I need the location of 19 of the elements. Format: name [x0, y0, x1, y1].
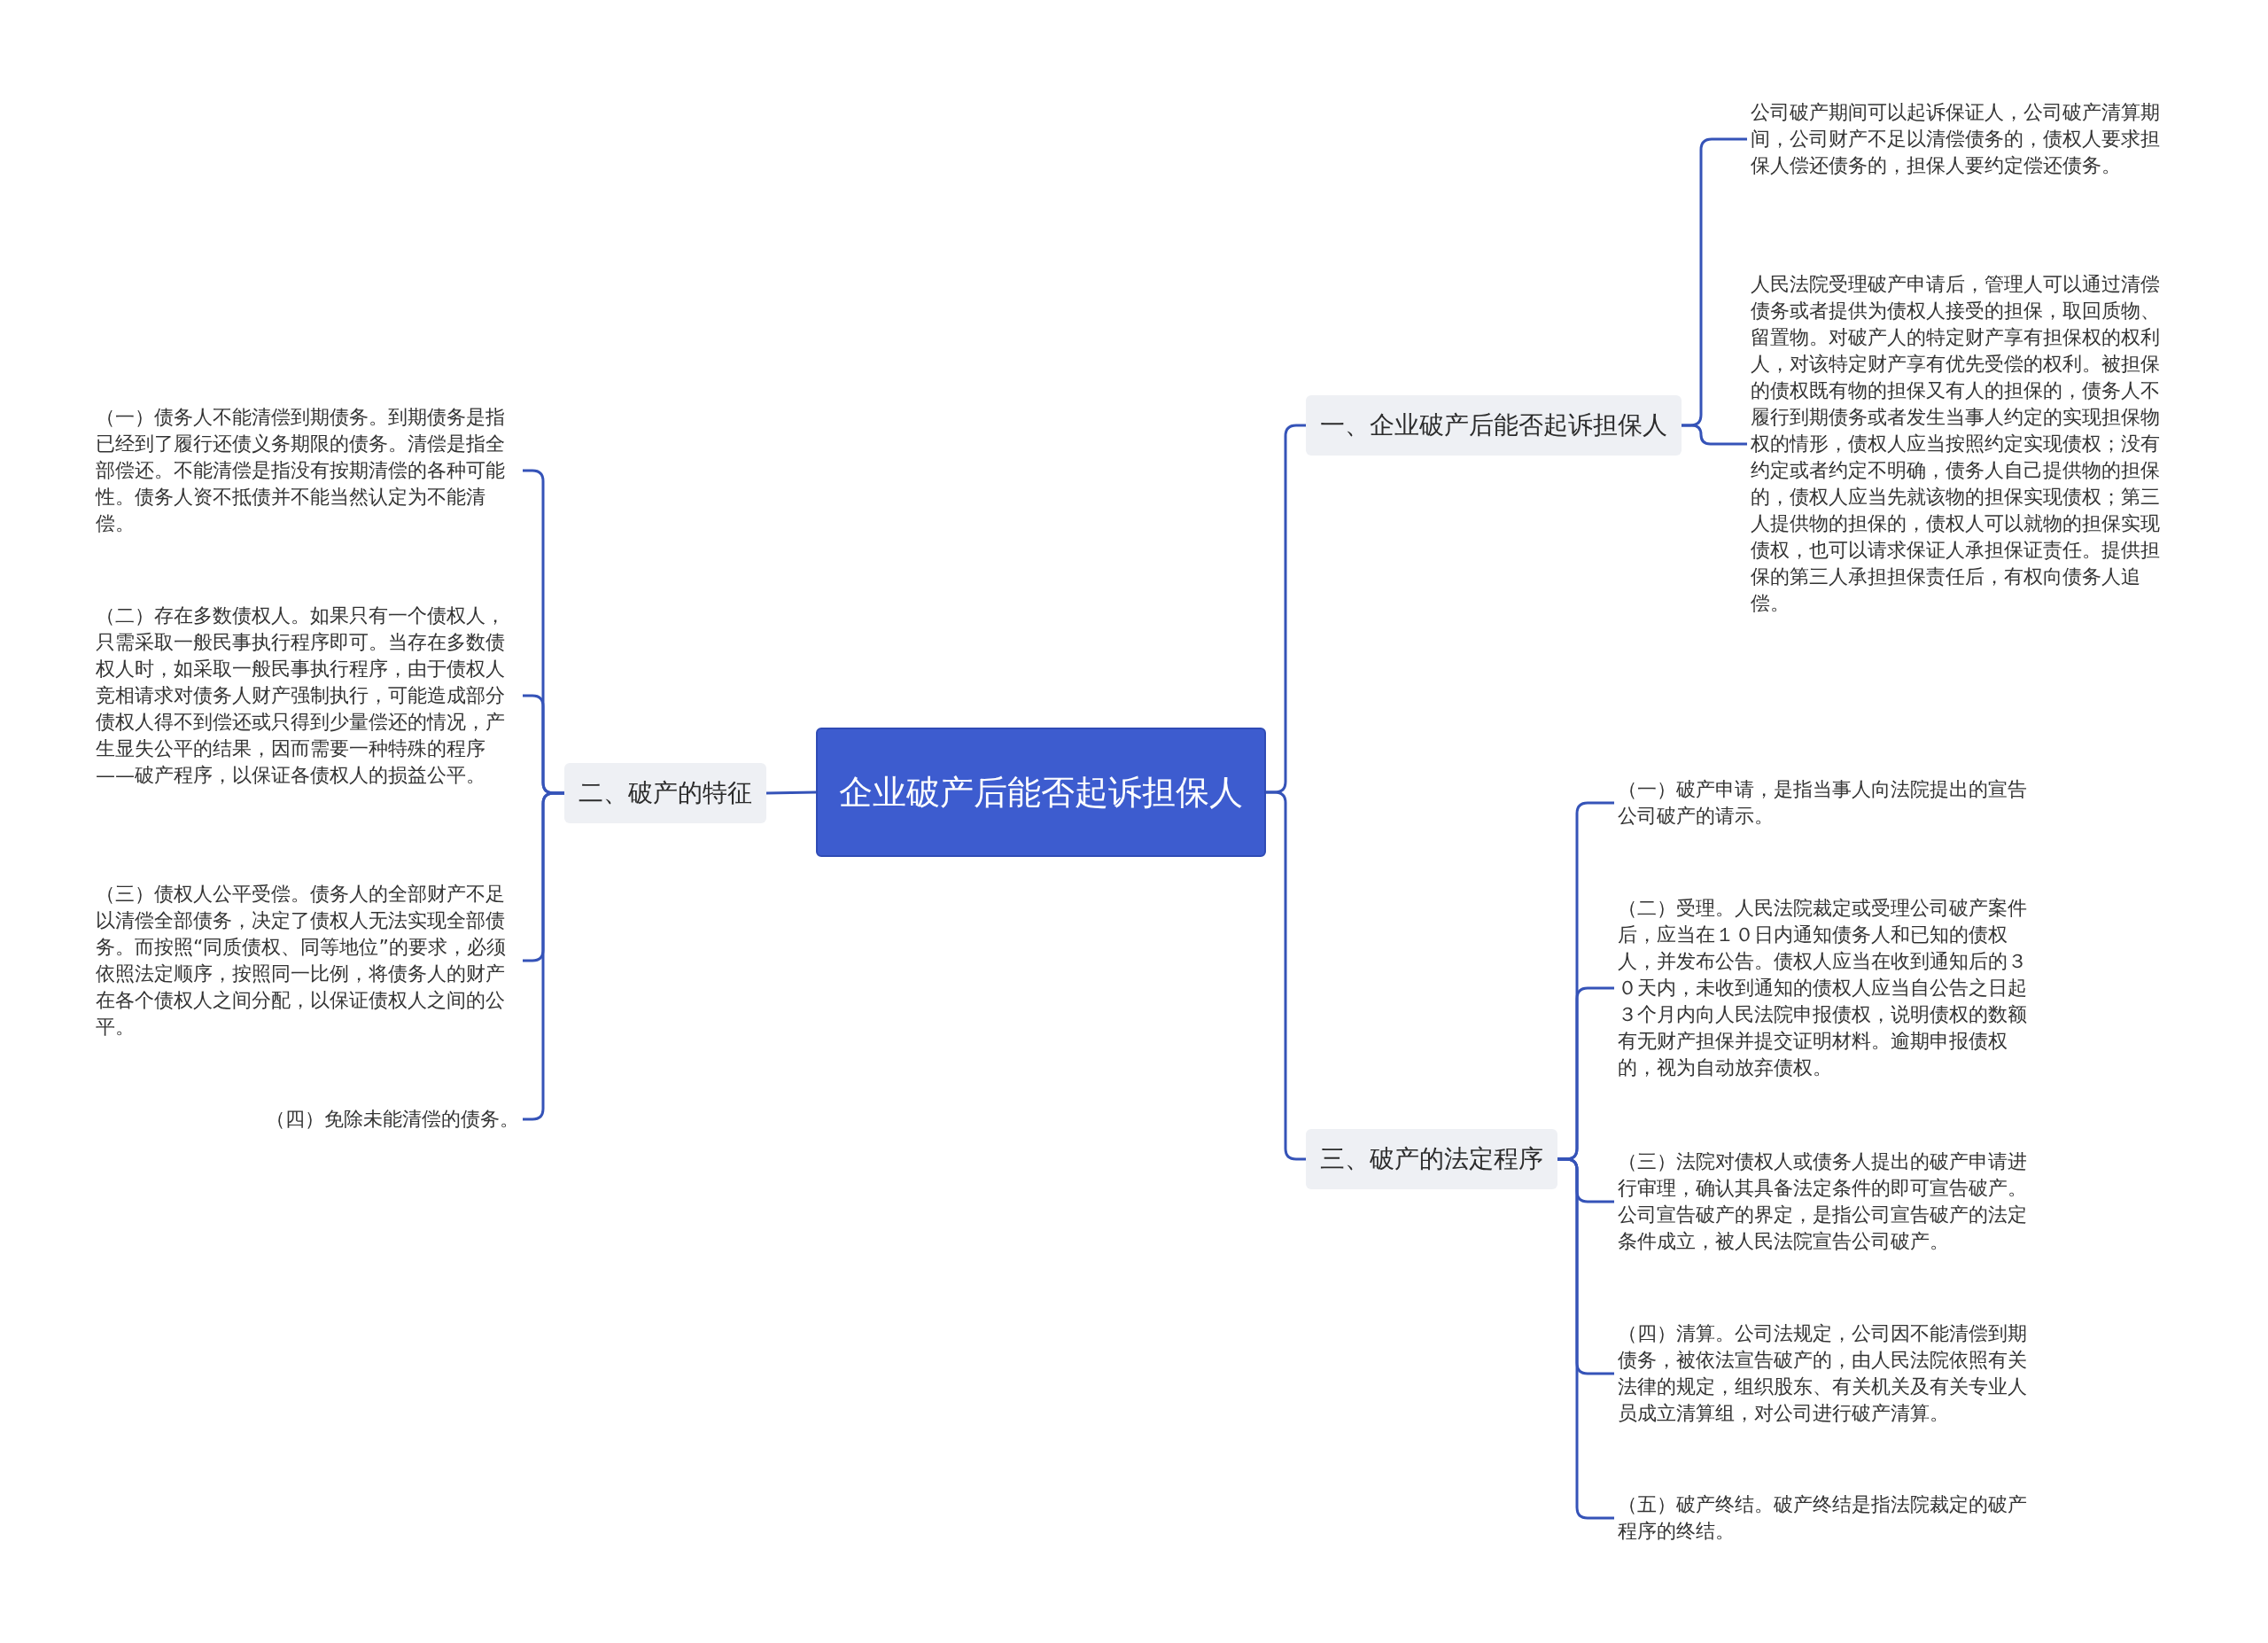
branch-topic: 二、破产的特征 [564, 763, 766, 823]
connector-line [1266, 790, 1306, 1161]
note-text: （二）存在多数债权人。如果只有一个债权人，只需采取一般民事执行程序即可。当存在多数债权人时，如采取一般民事执行程序，由于债权人竞相请求对债务人财产强制执行，可能造成部分债权人得不到偿还或只得到少量偿还的情况，产生显失公平的结果，因而需要一种特殊的程序——破产程序，以保证各债权人的损益公平。 [92, 599, 523, 792]
note-text: （四）免除未能清偿的债务。 [248, 1102, 523, 1136]
note-text: 公司破产期间可以起诉保证人，公司破产清算期间，公司财产不足以清偿债务的，债权人要求担保人偿还债务的，担保人要约定偿还债务。 [1747, 96, 2178, 183]
note-text: （四）清算。公司法规定，公司因不能清偿到期债务，被依法宣告破产的，由人民法院依照有关法律的规定，组织股东、有关机关及有关专业人员成立清算组，对公司进行破产清算。 [1614, 1317, 2045, 1430]
note-text: （一）债务人不能清偿到期债务。到期债务是指已经到了履行还债义务期限的债务。清偿是指全部偿还。不能清偿是指没有按期清偿的各种可能性。债务人资不抵债并不能当然认定为不能清偿。 [92, 401, 523, 541]
note-text: （五）破产终结。破产终结是指法院裁定的破产程序的终结。 [1614, 1488, 2045, 1548]
branch-topic: 三、破产的法定程序 [1306, 1129, 1557, 1189]
note-text: （三）债权人公平受偿。债务人的全部财产不足以清偿全部债务，决定了债权人无法实现全部债务。而按照“同质债权、同等地位”的要求，必须依照法定顺序，按照同一比例，将债务人的财产在各个债权人之间分配，以保证债权人之间的公平。 [92, 877, 523, 1044]
note-text: （二）受理。人民法院裁定或受理公司破产案件后，应当在１０日内通知债务人和已知的债权人，并发布公告。债权人应当在收到通知后的３０天内，未收到通知的债权人应当自公告之日起３个月内向人民法院申报债权，说明债权的数额有无财产担保并提交证明材料。逾期申报债权的，视为自动放弃债权。 [1614, 892, 2045, 1085]
note-text: （三）法院对债权人或债务人提出的破产申请进行审理，确认其具备法定条件的即可宣告破产。公司宣告破产的界定，是指公司宣告破产的法定条件成立，被人民法院宣告公司破产。 [1614, 1145, 2045, 1258]
central-topic: 企业破产后能否起诉担保人 [816, 728, 1266, 857]
connector-line [765, 790, 817, 795]
connector-line [1682, 424, 1747, 446]
note-text: （一）破产申请，是指当事人向法院提出的宣告公司破产的请示。 [1614, 773, 2045, 833]
note-text: 人民法院受理破产申请后，管理人可以通过清偿债务或者提供为债权人接受的担保，取回质物、留置物。对破产人的特定财产享有担保权的权利人，对该特定财产享有优先受偿的权利。被担保的债权既有物的担保又有人的担保的，债务人不履行到期债务或者发生当事人约定的实现担保物权的情形，债权人应当按照约定实现债权；没有约定或者约定不明确，债务人自己提供物的担保的，债权人应当先就该物的担保实现债权；第三人提供物的担保的，债权人可以就物的担保实现债权，也可以请求保证人承担保证责任。提供担保的第三人承担担保责任后，有权向债务人追偿。 [1747, 268, 2178, 620]
branch-topic: 一、企业破产后能否起诉担保人 [1306, 395, 1682, 456]
connector-line [1557, 1157, 1614, 1520]
